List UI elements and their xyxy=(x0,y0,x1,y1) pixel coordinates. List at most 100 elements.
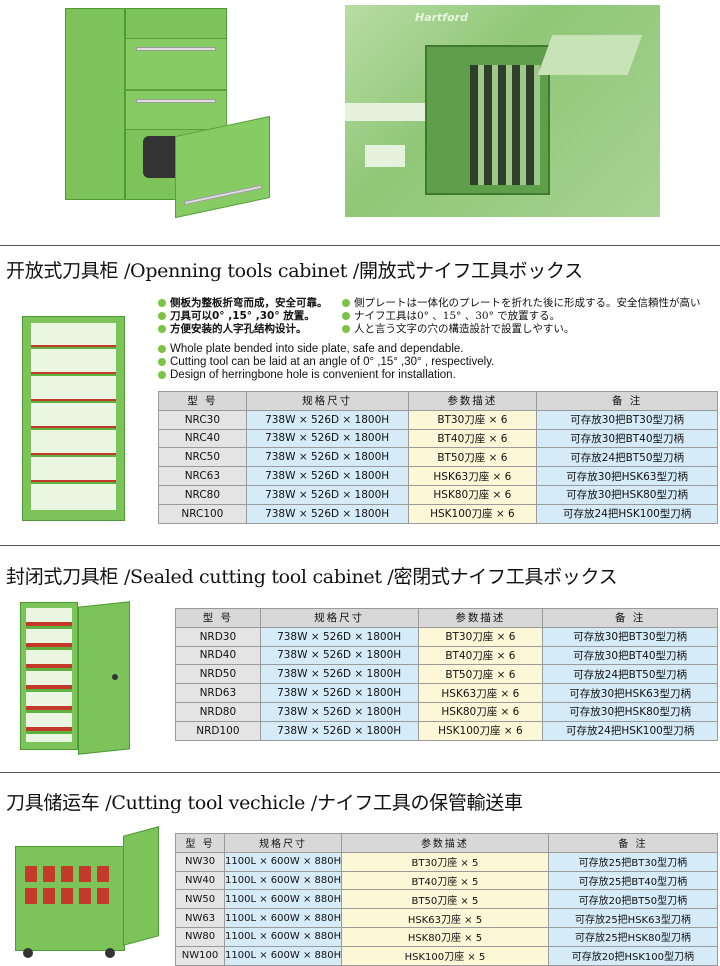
bullet-icon xyxy=(342,325,350,333)
cell-size: 738W × 526D × 1800H xyxy=(245,503,409,524)
cell-remark: 可存放25把BT30型刀柄 xyxy=(547,851,719,872)
cell-size: 738W × 526D × 1800H xyxy=(259,626,419,647)
cell-size: 738W × 526D × 1800H xyxy=(259,645,419,666)
open-cabinet-image xyxy=(22,316,125,521)
cell-size: 738W × 526D × 1800H xyxy=(245,484,409,505)
feature-en: Cutting tool can be laid at an angle of … xyxy=(170,356,495,368)
cell-size: 1100L × 600W × 880H xyxy=(224,908,343,928)
tool-cart-photo: Hartford xyxy=(345,5,660,217)
cell-model: NRD40 xyxy=(175,645,261,666)
cell-params: HSK100刀座 × 6 xyxy=(417,720,544,741)
cell-size: 1100L × 600W × 880H xyxy=(224,945,343,966)
cell-remark: 可存放30把BT30型刀柄 xyxy=(536,409,718,430)
divider xyxy=(0,245,720,246)
cell-size: 1100L × 600W × 880H xyxy=(224,889,343,910)
cell-model: NRD100 xyxy=(175,720,261,741)
cell-remark: 可存放30把HSK80型刀柄 xyxy=(536,484,718,505)
cell-remark: 可存放30把BT30型刀柄 xyxy=(542,626,718,647)
cell-params: HSK63刀座 × 6 xyxy=(417,683,544,703)
cell-remark: 可存放30把HSK63型刀柄 xyxy=(536,466,718,486)
cell-model: NW63 xyxy=(174,908,226,928)
cell-model: NW40 xyxy=(174,870,226,891)
features-list: 侧板为整板折弯而成，安全可靠。側プレートは一体化のプレートを折れた後に形成する。… xyxy=(158,297,701,382)
header-size: 规格尺寸 xyxy=(224,833,343,853)
cell-params: HSK80刀座 × 5 xyxy=(341,926,549,947)
bullet-icon xyxy=(158,325,166,333)
header-remark: 备 注 xyxy=(536,391,718,411)
cell-params: HSK63刀座 × 5 xyxy=(341,908,549,928)
cell-params: HSK63刀座 × 6 xyxy=(407,466,538,486)
section-title-sealed-cabinet: 封闭式刀具柜 /Sealed cutting tool cabinet /密閉式… xyxy=(6,566,618,588)
cell-model: NW80 xyxy=(174,926,226,947)
cell-model: NRD80 xyxy=(175,701,261,722)
cell-size: 738W × 526D × 1800H xyxy=(259,683,419,703)
feature-jp: ナイフ工具は0° 、15° 、30° で放置する。 xyxy=(354,310,561,322)
table-header-row: 型 号规格尺寸参数描述备 注 xyxy=(174,833,719,853)
cell-size: 1100L × 600W × 880H xyxy=(224,851,343,872)
header-model: 型 号 xyxy=(174,833,226,853)
cell-remark: 可存放30把HSK63型刀柄 xyxy=(542,683,718,703)
brand-sign: Hartford xyxy=(415,11,468,24)
bullet-icon xyxy=(158,371,166,379)
cell-params: HSK80刀座 × 6 xyxy=(417,701,544,722)
cell-remark: 可存放24把BT50型刀柄 xyxy=(542,664,718,685)
cell-remark: 可存放20把HSK100型刀柄 xyxy=(547,945,719,966)
drawer-cabinet-image xyxy=(65,8,270,219)
cell-model: NRD63 xyxy=(175,683,261,703)
bullet-icon xyxy=(342,312,350,320)
cell-remark: 可存放25把HSK80型刀柄 xyxy=(547,926,719,947)
cell-params: BT30刀座 × 6 xyxy=(417,626,544,647)
cell-model: NRC80 xyxy=(158,484,247,505)
header-params: 参数描述 xyxy=(417,608,544,628)
cell-remark: 可存放24把HSK100型刀柄 xyxy=(536,503,718,524)
feature-en: Whole plate bended into side plate, safe… xyxy=(170,343,464,355)
cell-model: NRC100 xyxy=(158,503,247,524)
cell-model: NRC63 xyxy=(158,466,247,486)
cell-params: HSK100刀座 × 5 xyxy=(341,945,549,966)
bullet-icon xyxy=(158,345,166,353)
feature-en: Design of herringbone hole is convenient… xyxy=(170,369,456,381)
header-remark: 备 注 xyxy=(542,608,718,628)
bullet-icon xyxy=(158,299,166,307)
feature-jp: 側プレートは一体化のプレートを折れた後に形成する。安全信頼性が高い xyxy=(354,297,701,309)
cell-params: BT30刀座 × 5 xyxy=(341,851,549,872)
cell-model: NRC50 xyxy=(158,447,247,468)
cell-model: NRD30 xyxy=(175,626,261,647)
header-size: 规格尺寸 xyxy=(259,608,419,628)
cell-remark: 可存放30把BT40型刀柄 xyxy=(542,645,718,666)
divider xyxy=(0,545,720,546)
sealed-cabinet-image xyxy=(20,601,132,755)
cell-model: NRD50 xyxy=(175,664,261,685)
feature-cn: 方便安装的人字孔结构设计。 xyxy=(170,323,307,335)
header-params: 参数描述 xyxy=(341,833,549,853)
cell-size: 1100L × 600W × 880H xyxy=(224,870,343,891)
table-header-row: 型 号规格尺寸参数描述备 注 xyxy=(158,391,718,411)
cell-remark: 可存放25把HSK63型刀柄 xyxy=(547,908,719,928)
cell-params: BT30刀座 × 6 xyxy=(407,409,538,430)
cell-remark: 可存放30把HSK80型刀柄 xyxy=(542,701,718,722)
cell-model: NW30 xyxy=(174,851,226,872)
divider xyxy=(0,772,720,773)
cell-params: HSK100刀座 × 6 xyxy=(407,503,538,524)
cell-size: 738W × 526D × 1800H xyxy=(245,466,409,486)
cell-remark: 可存放24把HSK100型刀柄 xyxy=(542,720,718,741)
cell-model: NW50 xyxy=(174,889,226,910)
cell-size: 738W × 526D × 1800H xyxy=(245,447,409,468)
section-title-open-cabinet: 开放式刀具柜 /Openning tools cabinet /開放式ナイフ工具… xyxy=(6,260,583,282)
cell-params: BT40刀座 × 5 xyxy=(341,870,549,891)
cell-size: 738W × 526D × 1800H xyxy=(259,720,419,741)
